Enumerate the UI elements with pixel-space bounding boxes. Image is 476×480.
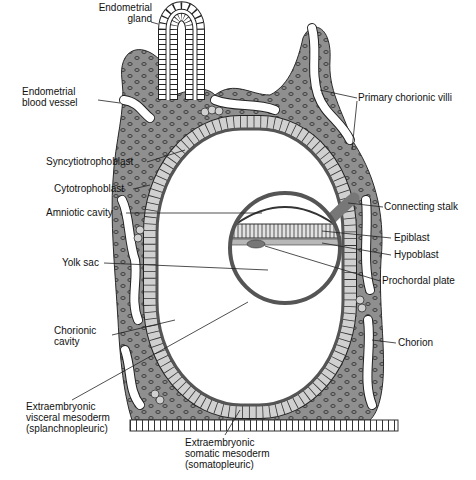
- part-label: Extraembryonic visceral mesoderm (splanc…: [26, 401, 122, 434]
- part-label: Primary chorionic villi: [358, 92, 470, 103]
- part-label: Syncytiotrophoblast: [46, 156, 146, 167]
- part-label: Yolk sac: [62, 257, 104, 268]
- part-label: Chorion: [398, 337, 458, 348]
- part-label: Prochordal plate: [382, 275, 472, 286]
- part-label: Chorionic cavity: [54, 325, 112, 347]
- part-label: Connecting stalk: [384, 201, 472, 212]
- part-label: Epiblast: [394, 232, 464, 243]
- part-label: Cytotrophoblast: [54, 183, 134, 194]
- part-label: Endometrial gland: [92, 2, 152, 24]
- part-label: Endometrial blood vessel: [22, 86, 98, 108]
- part-label: Extraembryonic somatic mesoderm (somatop…: [185, 437, 285, 470]
- leader-lines: [72, 22, 396, 435]
- part-label: Hypoblast: [394, 249, 464, 260]
- part-label: Amniotic cavity: [46, 207, 126, 218]
